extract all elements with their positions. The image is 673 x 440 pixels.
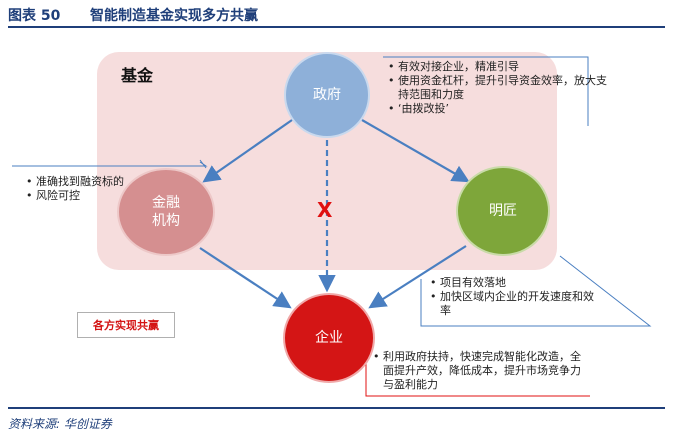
smart-craftsman-node: 明匠 <box>456 166 550 256</box>
government-note-item: 使用资金杠杆，提升引导资金效率，放大支持范围和力度 <box>386 74 611 102</box>
arrow-finance-to-enterprise <box>199 247 292 309</box>
smart-craftsman-note-item: 项目有效落地 <box>428 276 603 290</box>
enterprise-note-item: 利用政府扶持，快速完成智能化改造，全面提升产效，降低成本，提升市场竞争力与盈利能… <box>371 350 581 392</box>
figure-number: 图表 50 <box>8 8 61 24</box>
government-label: 政府 <box>313 87 341 103</box>
smart-craftsman-note-item: 加快区域内企业的开发速度和效率 <box>428 290 603 318</box>
enterprise-node: 企业 <box>283 293 375 383</box>
enterprise-notes: 利用政府扶持，快速完成智能化改造，全面提升产效，降低成本，提升市场竞争力与盈利能… <box>371 350 581 392</box>
cross-mark: X <box>317 198 333 222</box>
arrow-gov-to-finance <box>202 119 293 183</box>
enterprise-label: 企业 <box>315 330 343 346</box>
win-win-callout: 各方实现共赢 <box>77 312 175 338</box>
smart-note-bracket <box>420 255 652 327</box>
financial-institution-note-item: 准确找到融资标的 <box>24 175 132 189</box>
arrow-smart-to-enterprise <box>368 245 467 309</box>
financial-institution-node: 金融 机构 <box>117 168 215 256</box>
government-notes: 有效对接企业，精准引导 使用资金杠杆，提升引导资金效率，放大支持范围和力度 ‘由… <box>386 60 611 116</box>
government-node: 政府 <box>284 52 370 138</box>
government-note-item: ‘由拨改投’ <box>386 102 611 116</box>
arrow-gov-to-smart <box>361 119 470 183</box>
smart-craftsman-notes: 项目有效落地 加快区域内企业的开发速度和效率 <box>428 276 603 318</box>
figure-footer: 资料来源: 华创证券 <box>8 407 665 437</box>
finance-note-tick <box>199 159 207 169</box>
financial-institution-notes: 准确找到融资标的 风险可控 <box>24 175 132 203</box>
financial-institution-label: 金融 机构 <box>152 195 180 229</box>
finance-note-bracket <box>12 161 208 167</box>
smart-craftsman-label: 明匠 <box>489 203 517 219</box>
financial-institution-note-item: 风险可控 <box>24 189 132 203</box>
source-note: 资料来源: 华创证券 <box>8 417 112 431</box>
fund-label: 基金 <box>121 66 154 85</box>
figure-title: 智能制造基金实现多方共赢 <box>90 8 258 24</box>
government-note-item: 有效对接企业，精准引导 <box>386 60 611 74</box>
figure-header: 图表 50 智能制造基金实现多方共赢 <box>8 2 665 28</box>
